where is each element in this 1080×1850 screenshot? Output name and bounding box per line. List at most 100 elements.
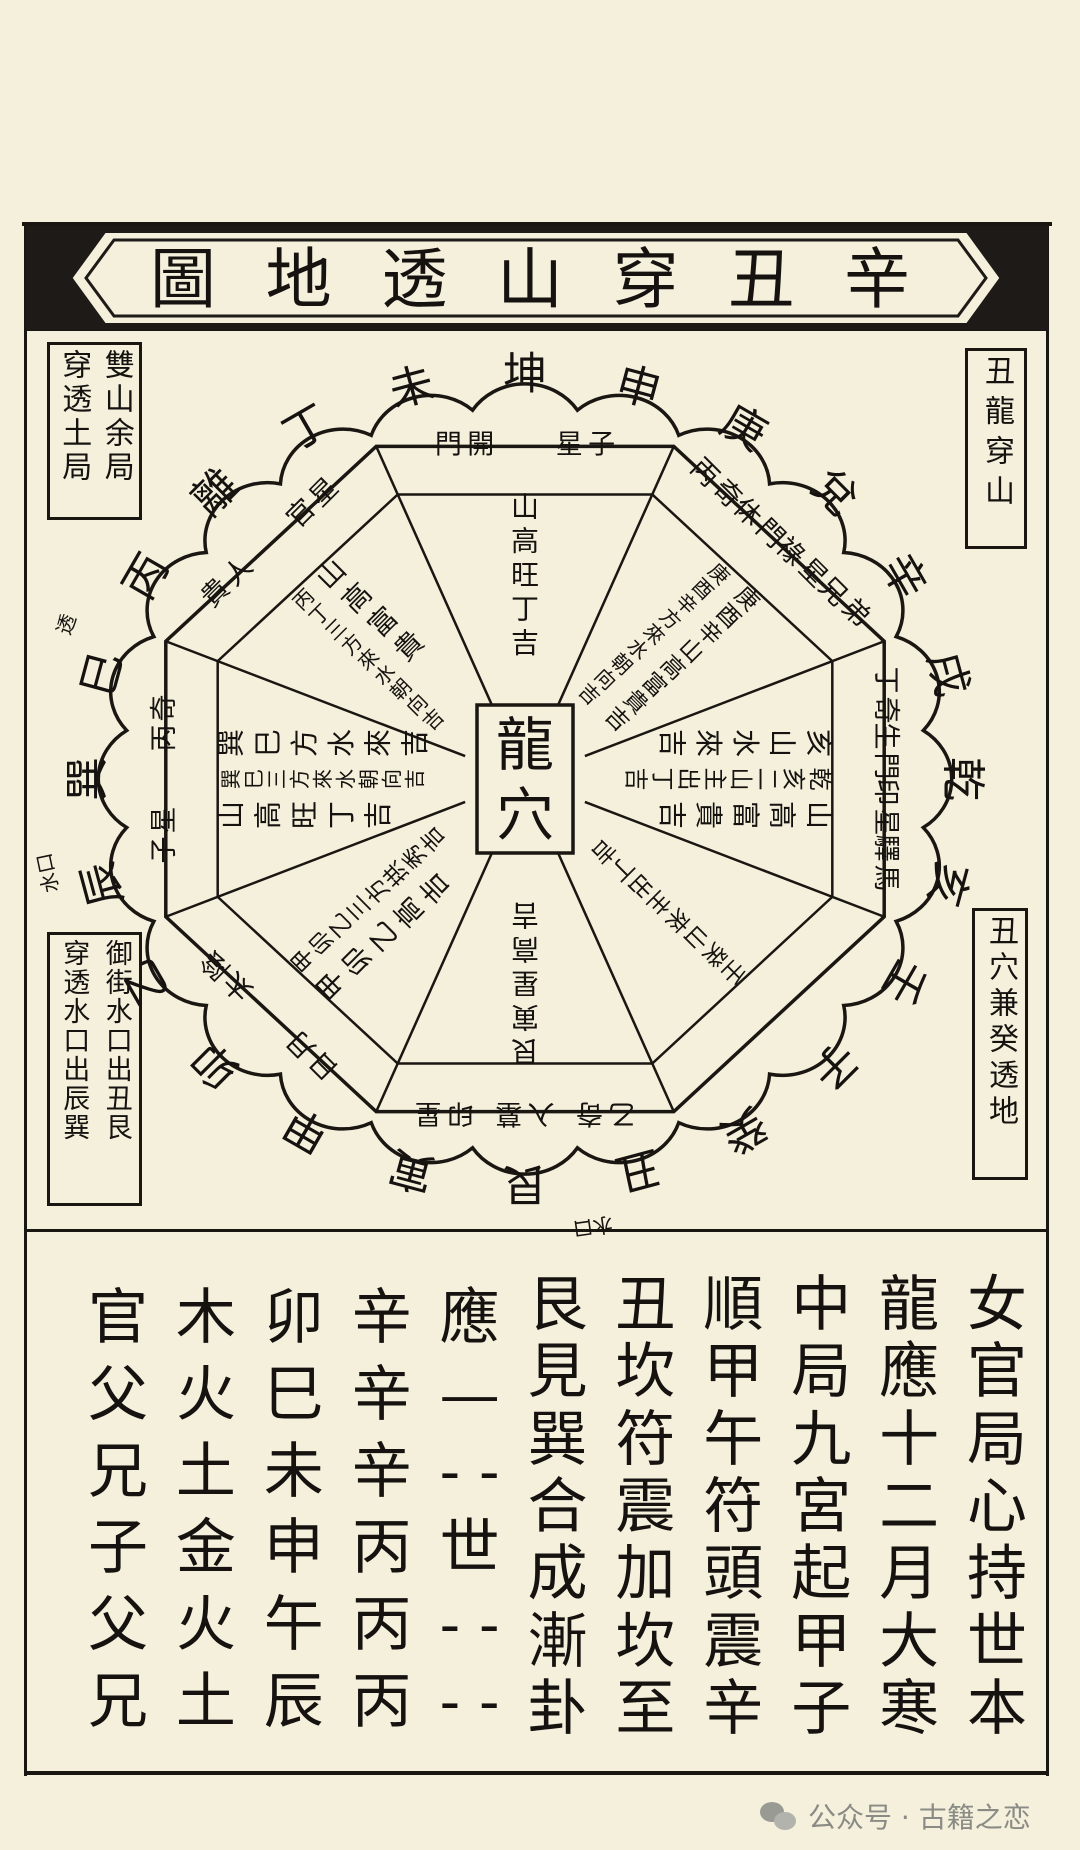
text-char: 父: [88, 1359, 148, 1430]
outer-note: 水口: [32, 851, 64, 895]
text-char: 漸: [527, 1606, 588, 1677]
mountain-label: 癸: [712, 1097, 776, 1163]
note-text: 御街水口出丑艮: [100, 939, 132, 1142]
center-char: 龍: [496, 711, 554, 779]
sector-divider: [165, 800, 466, 918]
sector-text: 吉: [511, 627, 539, 660]
band-label: 印: [447, 1098, 474, 1129]
mountain-label: 丙: [113, 545, 179, 609]
text-char: 火: [175, 1590, 236, 1661]
text-char: 宮: [791, 1471, 852, 1542]
text-char: 木: [175, 1283, 236, 1353]
band-label: 星: [149, 807, 180, 834]
text-char: 符: [703, 1471, 764, 1542]
text-char: 十: [879, 1404, 940, 1475]
text-char: 合: [527, 1471, 588, 1542]
frame-left-line: [24, 222, 27, 1776]
text-char: 火: [175, 1359, 236, 1430]
text-char: 應: [879, 1337, 940, 1408]
sector-text: 方: [288, 729, 321, 757]
text-char: 丙: [351, 1513, 412, 1584]
center-box: [475, 703, 575, 855]
sector-text: 水: [729, 729, 762, 757]
text-char: 午: [263, 1590, 324, 1661]
text-char: 見: [527, 1337, 588, 1408]
sector-text: 水: [325, 729, 358, 757]
text-char: 至: [615, 1673, 676, 1744]
outer-note: 水口: [571, 1212, 614, 1241]
sector-text: 丁: [511, 593, 539, 626]
sector-text: 旺: [288, 801, 321, 829]
sector-text: 星: [511, 967, 539, 1000]
text-char: 符: [615, 1404, 676, 1475]
band-label: 星: [556, 430, 583, 461]
note-bottom-left: 御街水口出丑艮 穿透水口出辰巽: [47, 932, 142, 1206]
band-label: 奇: [870, 697, 901, 724]
mountain-label: 艮: [503, 1159, 547, 1210]
band-label: 星: [415, 1098, 442, 1129]
text-char: 大: [879, 1606, 940, 1677]
text-char: 九: [791, 1404, 852, 1475]
text-column: 中局九宮起甲子: [781, 1272, 861, 1742]
title-char: 地: [265, 241, 332, 318]
sector-text: 主: [701, 767, 727, 790]
band-label: 奇: [149, 695, 180, 722]
text-char: 心: [967, 1471, 1027, 1542]
band-label: 開: [467, 430, 494, 461]
text-char: 坎: [615, 1337, 676, 1408]
sector-text: 吉: [622, 767, 648, 790]
title-char: 透: [381, 241, 448, 318]
text-char: 世: [439, 1513, 500, 1584]
text-column: 應—- -世- -- -: [430, 1285, 510, 1735]
watermark: 公众号 · 古籍之恋: [760, 1796, 1031, 1836]
sector-text: 吉: [655, 729, 688, 757]
text-char: 卦: [527, 1673, 588, 1744]
text-char: 中: [791, 1270, 852, 1340]
sector-text: 高: [251, 801, 284, 829]
wechat-icon: [760, 1800, 798, 1832]
title-banner-shape: [72, 233, 1000, 323]
text-char: 局: [967, 1404, 1027, 1475]
outer-note: 透: [52, 611, 81, 638]
sector-text: 山: [727, 767, 753, 790]
text-char: 巳: [263, 1359, 324, 1430]
text-char: 震: [703, 1606, 764, 1677]
sector-text: 方: [288, 769, 312, 789]
sector-text: 貴: [692, 801, 725, 829]
text-char: 辛: [703, 1673, 764, 1744]
text-char: 龍: [879, 1270, 940, 1340]
sector-text: 吉: [511, 899, 539, 932]
text-char: 局: [791, 1337, 852, 1408]
text-char: 午: [703, 1404, 764, 1475]
sector-text: 高: [511, 525, 539, 558]
sector-text: 吉: [398, 729, 431, 757]
note-text: 丑穴兼癸透地: [983, 915, 1018, 1131]
sector-divider: [548, 445, 675, 725]
sector-divider: [165, 640, 466, 758]
text-char: 未: [263, 1436, 324, 1507]
text-char: 官: [967, 1337, 1027, 1408]
title-char: 穿: [612, 241, 679, 318]
band-label: 印: [870, 779, 901, 806]
mountain-label: 巽: [62, 757, 113, 801]
text-char: 子: [791, 1673, 852, 1744]
sector-text: 來: [362, 729, 395, 757]
text-char: - -: [439, 1590, 500, 1661]
sector-text: 旺: [511, 559, 539, 592]
sector-text: 富: [729, 801, 762, 829]
sector-divider: [584, 800, 885, 918]
sector-text: 丁: [648, 767, 674, 790]
text-column: 順甲午符頭震辛: [693, 1272, 773, 1742]
mountain-label: 坤: [503, 349, 547, 400]
sector-text: 朝: [357, 769, 381, 789]
text-char: 土: [175, 1666, 236, 1737]
note-top-right: 丑龍穿山: [965, 348, 1027, 549]
text-char: 甲: [791, 1606, 852, 1677]
text-char: 月: [879, 1539, 940, 1610]
frame-right-line: [1046, 222, 1049, 1776]
text-char: 兄: [88, 1666, 148, 1737]
band-label: 入: [528, 1098, 555, 1129]
scalloped-ring: [96, 382, 954, 1176]
mountain-label: 丁: [274, 395, 338, 461]
text-char: 丙: [351, 1666, 412, 1737]
